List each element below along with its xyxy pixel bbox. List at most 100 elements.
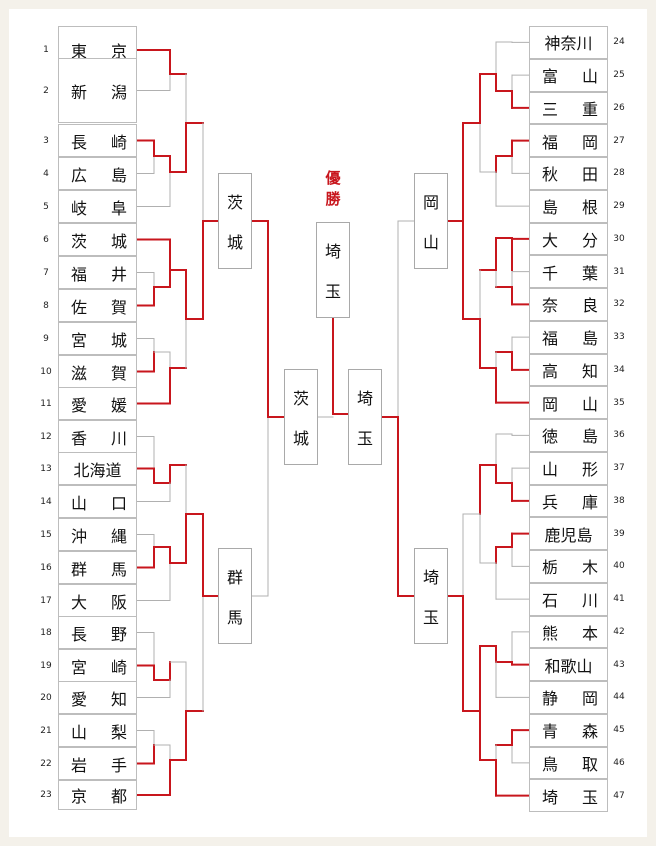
team-row: 青森 [529,713,608,747]
team-name-char: 福 [542,329,559,349]
team-name-char: 東 [71,42,88,61]
team-name: 北海道 [73,460,122,480]
team-row: 千葉 [529,255,608,288]
team-row: 宮崎 [58,649,137,682]
team-row: 山形 [529,451,608,485]
team-number: 6 [43,234,49,245]
team-name-char: 愛 [71,395,88,415]
team-name-char: 知 [581,361,598,381]
team-row: 長野 [58,616,137,649]
box-char: 埼 [356,389,373,409]
team-name-char: 埼 [542,787,559,807]
team-name-char: 香 [71,428,88,448]
team-name-char: 岡 [542,394,559,414]
team-number: 47 [613,790,625,801]
team-name-char: 井 [110,264,127,284]
team-name-char: 川 [110,428,127,448]
team-row: 秋田 [529,157,608,190]
team-name-char: 城 [110,330,127,350]
team-name-char: 岐 [71,198,88,218]
team-name-char: 知 [110,689,127,709]
team-name-char: 千 [542,263,559,283]
team-name: 和歌山 [544,656,593,676]
champion-label: 優 勝 [312,168,354,210]
team-row: 神奈川 [529,26,608,59]
team-name-char: 城 [110,231,127,251]
team-row: 福井 [58,256,137,289]
team-number: 13 [40,463,52,474]
team-name-char: 大 [71,592,88,612]
team-name-char: 青 [542,722,559,742]
team-number: 21 [40,725,52,736]
team-row: 茨城 [58,223,137,256]
team-row: 富山 [529,58,608,92]
team-name-char: 葉 [581,263,598,283]
team-number: 8 [43,300,49,311]
team-name-char: 茨 [71,231,88,251]
box-char: 玉 [324,281,341,301]
team-name-char: 木 [581,558,598,578]
team-name-char: 田 [581,165,598,185]
box-char: 岡 [422,193,439,213]
team-name-char: 重 [581,99,598,119]
team-name-char: 本 [581,623,598,643]
team-name-char: 富 [542,67,559,87]
team-number: 15 [40,529,52,540]
box-char: 群 [226,568,243,588]
team-row: 沖縄 [58,518,137,551]
team-number: 37 [613,463,625,474]
team-row: 埼玉 [529,779,608,812]
team-name-char: 賀 [110,297,127,317]
team-name-char: 鳥 [542,754,559,774]
team-number: 20 [40,692,52,703]
team-number: 2 [43,85,49,96]
team-name-char: 分 [581,230,598,250]
team-number: 43 [613,659,625,670]
team-name-char: 岡 [581,689,598,709]
team-number: 36 [613,430,625,441]
team-row: 徳島 [529,419,608,452]
champion-box: 埼玉 [316,222,350,318]
team-name-char: 福 [71,264,88,284]
team-name-char: 京 [71,787,88,806]
team-number: 29 [613,201,625,212]
team-name-char: 長 [71,624,88,644]
team-number: 17 [40,595,52,606]
team-number: 10 [40,366,52,377]
team-row: 鹿児島 [529,517,608,550]
team-name-char: 口 [110,493,127,513]
team-number: 32 [613,299,625,310]
team-name-char: 佐 [71,297,88,317]
team-name-char: 阜 [110,198,127,218]
team-number: 1 [43,45,49,55]
team-name-char: 山 [71,493,88,513]
box-char: 玉 [356,428,373,448]
team-name-char: 手 [110,755,127,775]
team-name-char: 庫 [581,492,598,512]
team-row: 福岡 [529,124,608,157]
team-row: 和歌山 [529,648,608,681]
team-number: 18 [40,627,52,638]
team-number: 9 [43,333,49,344]
team-number: 42 [613,626,625,637]
team-name-char: 山 [542,460,559,480]
team-row: 岐阜 [58,190,137,223]
team-row: 愛知 [58,681,137,714]
team-name-char: 三 [542,99,559,119]
team-row: 愛媛 [58,387,137,420]
team-name-char: 梨 [110,722,127,742]
box-char: 玉 [422,607,439,627]
team-name-char: 森 [581,722,598,742]
team-name-char: 宮 [71,330,88,350]
team-name-char: 島 [581,329,598,349]
team-number: 31 [613,266,625,277]
team-row: 大阪 [58,584,137,617]
team-name-char: 縄 [110,526,127,546]
team-name-char: 広 [71,165,88,185]
box-char: 茨 [226,193,243,213]
box-char: 山 [422,232,439,252]
team-number: 25 [613,70,625,81]
team-number: 11 [40,398,52,409]
block-winner-left-bottom: 群馬 [218,548,252,644]
team-row: 群馬 [58,551,137,584]
